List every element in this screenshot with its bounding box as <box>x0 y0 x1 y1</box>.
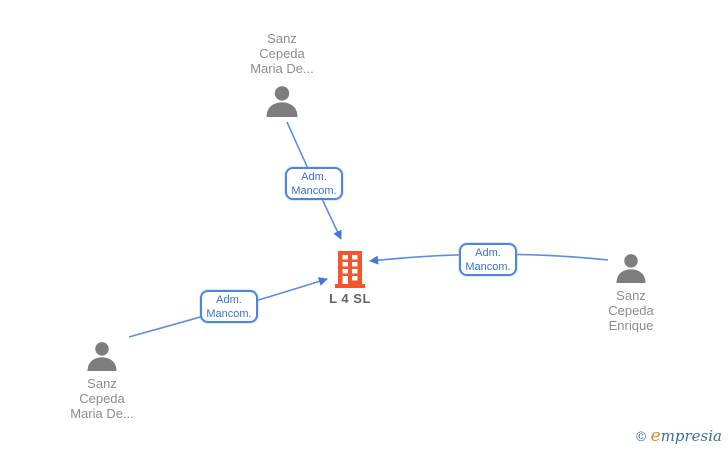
company-node[interactable]: L 4 SL <box>318 251 382 306</box>
relation-label-text: Adm. Mancom. <box>291 170 337 197</box>
company-name: L 4 SL <box>329 291 371 306</box>
person-name: Sanz Cepeda Enrique <box>608 288 654 333</box>
person-icon <box>87 342 117 371</box>
empresia-watermark[interactable]: © empresia <box>635 426 722 446</box>
relation-label-text: Adm. Mancom. <box>465 246 511 273</box>
person-node-bottom-left[interactable]: Sanz Cepeda Maria De... <box>42 342 162 421</box>
brand-logo-text: empresia <box>651 426 722 446</box>
copyright-icon: © <box>634 430 648 445</box>
brand-initial: e <box>650 426 661 446</box>
person-icon <box>266 86 298 117</box>
relation-label-right: Adm. Mancom. <box>459 243 517 276</box>
person-node-right[interactable]: Sanz Cepeda Enrique <box>571 254 691 333</box>
relation-label-bottom-left: Adm. Mancom. <box>200 290 258 323</box>
person-name: Sanz Cepeda Maria De... <box>70 376 134 421</box>
relation-label-top: Adm. Mancom. <box>285 167 343 200</box>
person-node-top[interactable]: Sanz Cepeda Maria De... <box>222 31 342 117</box>
relation-label-text: Adm. Mancom. <box>206 293 252 320</box>
brand-rest: mpresia <box>660 427 722 445</box>
building-icon <box>335 251 365 288</box>
person-icon <box>616 254 646 283</box>
person-name: Sanz Cepeda Maria De... <box>250 31 314 76</box>
